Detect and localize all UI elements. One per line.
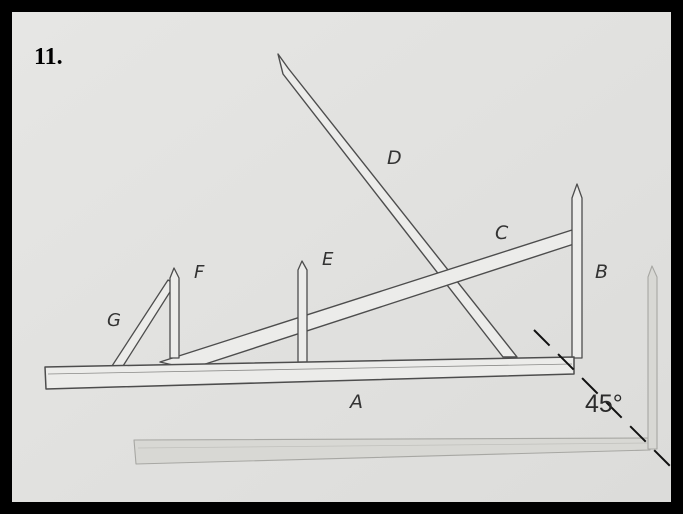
- label-g: G: [107, 310, 121, 331]
- label-a: A: [348, 391, 363, 413]
- angle-label: 45°: [585, 390, 623, 418]
- label-c: C: [495, 222, 509, 244]
- loose-stick-vertical: [647, 265, 658, 450]
- label-f: F: [194, 262, 205, 283]
- stick-e: [297, 260, 308, 363]
- stick-a-grain: [47, 363, 573, 375]
- stick-f: [169, 267, 180, 359]
- step-number: 11.: [34, 44, 63, 70]
- loose-stick-grain: [137, 442, 649, 449]
- paper-background: [12, 12, 671, 502]
- label-e: E: [322, 249, 334, 270]
- label-d: D: [387, 147, 402, 169]
- stick-b: [571, 183, 583, 359]
- stick-d: [277, 53, 518, 358]
- label-b: B: [595, 261, 608, 283]
- stick-construction-diagram: 11. D C E F G B A 45°: [12, 12, 671, 502]
- stick-a: [44, 356, 575, 390]
